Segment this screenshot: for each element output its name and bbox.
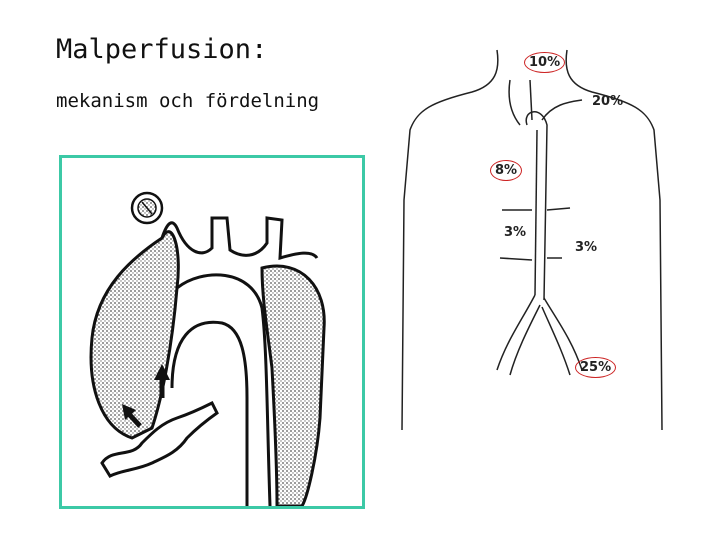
kidney-right-percentage: 3% [575, 240, 597, 255]
body-outline [402, 50, 498, 430]
head-percentage: 10% [524, 52, 565, 73]
cross-section-icon [132, 193, 162, 223]
aortic-arch [162, 218, 317, 258]
dissection-illustration-panel [59, 155, 365, 509]
dissection-illustration [62, 158, 362, 506]
slide-title: Malperfusion: [56, 34, 267, 65]
body-outline-diagram [392, 30, 692, 440]
true-lumen [177, 275, 270, 506]
false-lumen-descending [262, 266, 324, 506]
arm-percentage: 20% [592, 94, 623, 109]
false-lumen [91, 232, 178, 438]
upper-trunk-percentage: 8% [490, 160, 522, 181]
legs-percentage: 25% [575, 357, 616, 378]
body-distribution-panel: 10% 20% 8% 3% 3% 25% [392, 30, 692, 440]
slide-subtitle: mekanism och fördelning [56, 90, 319, 112]
kidney-left-percentage: 3% [504, 225, 526, 240]
